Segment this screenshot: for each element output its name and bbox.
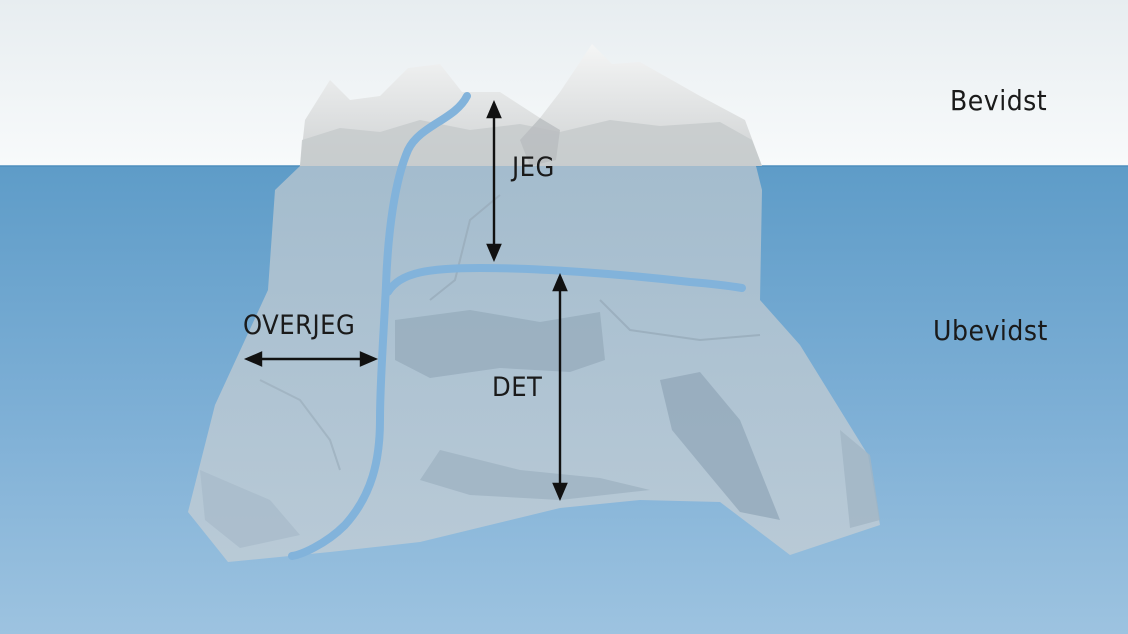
ice-crack-3 — [259, 379, 341, 471]
ice-shadow-5 — [840, 430, 880, 528]
ice-shadow-2 — [660, 372, 780, 520]
channel-ego-id — [384, 263, 746, 296]
iceberg-visible-shade-2 — [520, 118, 560, 166]
id-label: DET — [492, 372, 543, 403]
unconscious-label: Ubevidst — [933, 314, 1048, 347]
superego-label: OVERJEG — [243, 310, 356, 341]
ego-arrow — [486, 99, 502, 263]
id-arrow — [552, 272, 568, 502]
ice-shadow-1 — [395, 310, 605, 378]
superego-arrow — [243, 351, 379, 367]
ego-label: JEG — [512, 152, 555, 183]
ice-shadow-3 — [420, 450, 650, 500]
conscious-label: Bevidst — [950, 84, 1048, 117]
ice-shadow-4 — [200, 470, 300, 548]
ice-crack-2 — [599, 299, 761, 342]
ice-crack-1 — [429, 194, 501, 301]
channel-ego-superego — [288, 92, 471, 560]
